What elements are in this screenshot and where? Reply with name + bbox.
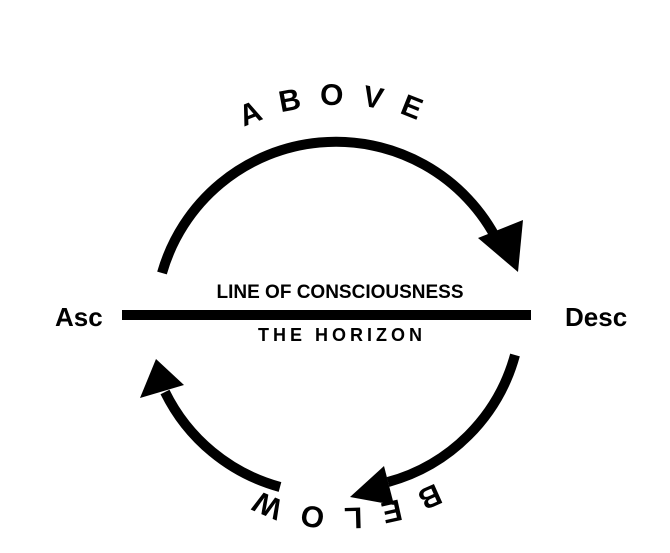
below-label: BELOW — [232, 477, 446, 535]
top-arrowhead-icon — [478, 220, 523, 272]
above-label: ABOVE — [234, 79, 443, 133]
bottom-arrowhead-icon — [350, 466, 394, 505]
line-of-consciousness-label: LINE OF CONSCIOUSNESS — [216, 282, 463, 303]
left-arrowhead-icon — [140, 359, 184, 398]
top-arc-arrow — [157, 136, 503, 275]
asc-label: Asc — [55, 302, 103, 332]
bottom-right-arc-arrow — [386, 353, 520, 487]
bottom-left-arc-arrow — [160, 389, 282, 492]
the-horizon-label: THE HORIZON — [258, 325, 426, 345]
horizon-line — [122, 310, 531, 320]
desc-label: Desc — [565, 302, 627, 332]
